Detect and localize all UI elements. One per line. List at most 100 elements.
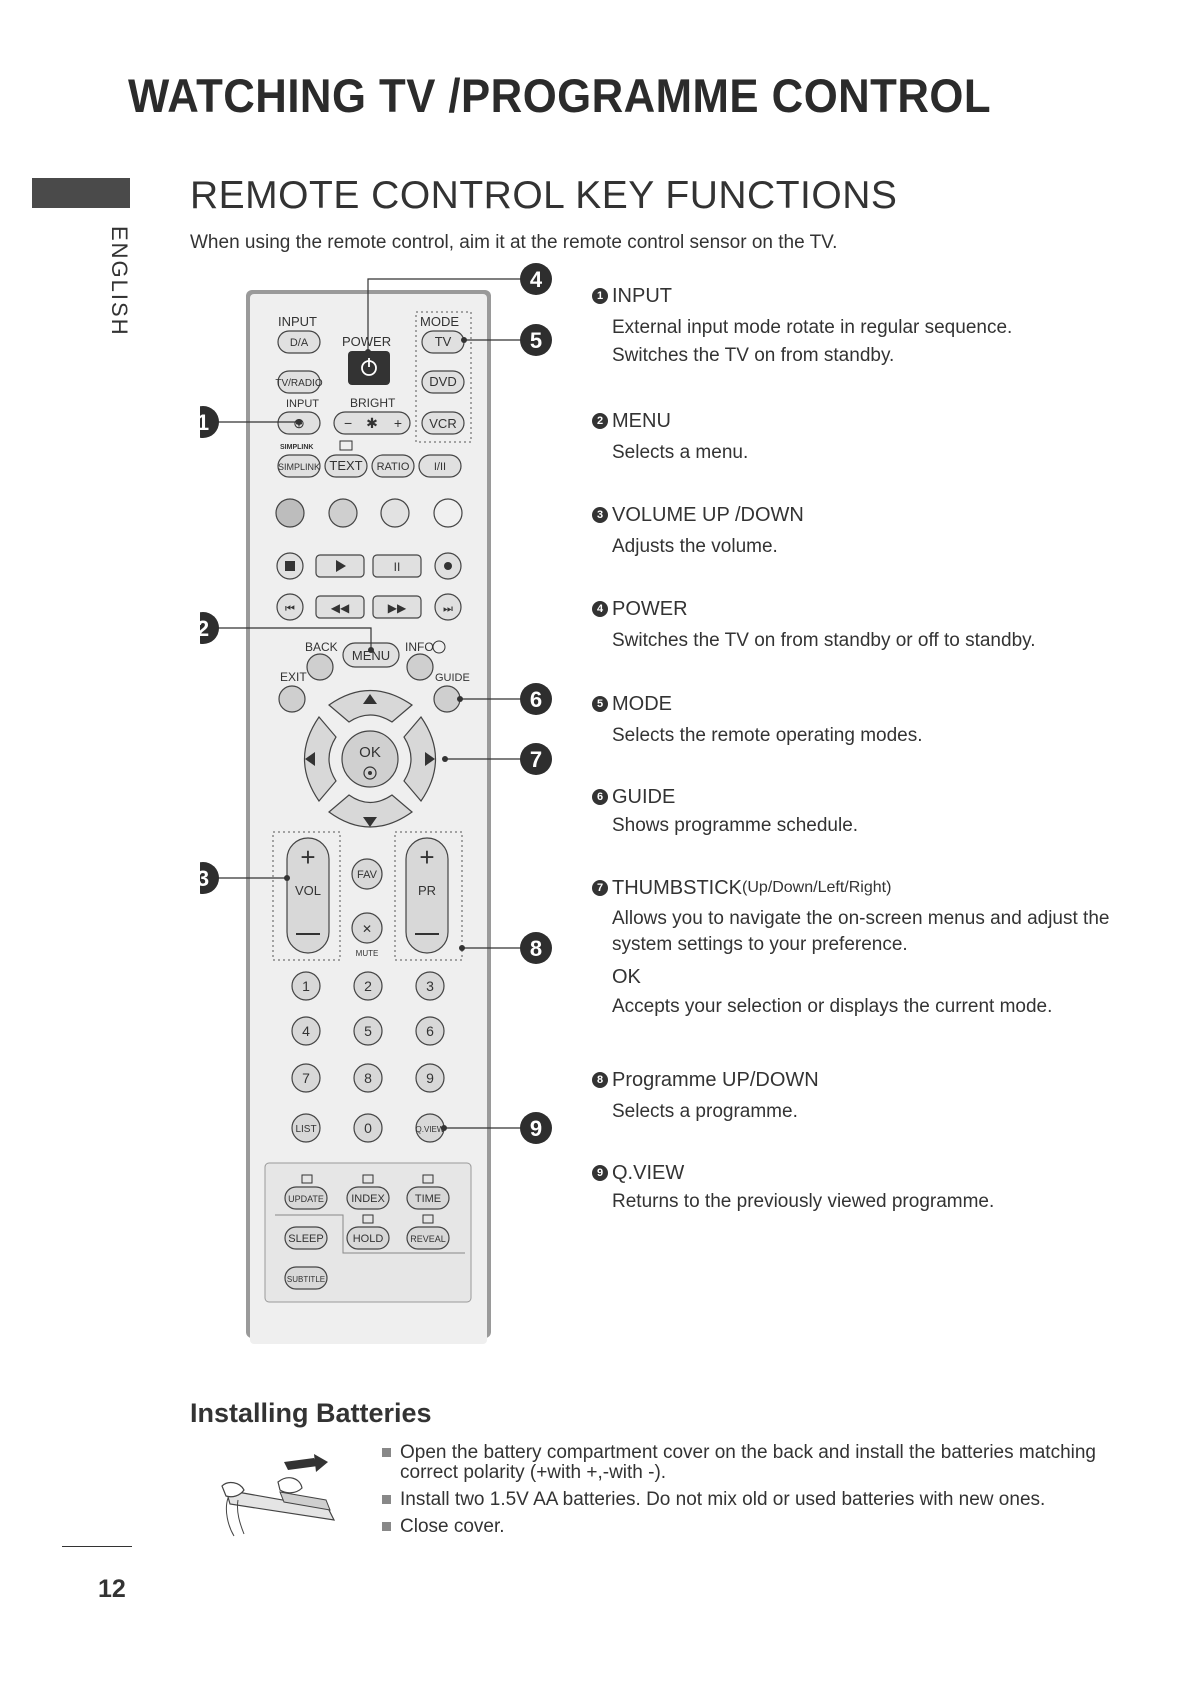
callout-badge-9: 9 xyxy=(520,1112,552,1144)
number-button-3[interactable]: 3 xyxy=(415,971,445,1001)
back-button[interactable] xyxy=(306,653,334,681)
page-title: WATCHING TV /PROGRAMME CONTROL xyxy=(128,69,992,122)
index-label: INDEX xyxy=(351,1193,385,1205)
callout-dots xyxy=(284,337,467,1131)
fast-forward-icon: ▶▶ xyxy=(388,601,407,615)
number-button-9[interactable]: 9 xyxy=(415,1063,445,1093)
number-button-7[interactable]: 7 xyxy=(291,1063,321,1093)
tv-mode-button[interactable]: TV xyxy=(421,330,465,354)
exit-button[interactable] xyxy=(278,685,306,713)
text-button[interactable]: TEXT xyxy=(324,454,368,478)
nav-right-segment[interactable] xyxy=(403,716,437,802)
function-desc: Switches the TV on from standby or off t… xyxy=(612,630,1036,651)
reveal-button[interactable]: REVEAL xyxy=(406,1226,450,1250)
number-button-8[interactable]: 8 xyxy=(353,1063,383,1093)
menu-button[interactable]: MENU xyxy=(342,642,400,668)
bright-rocker[interactable]: − ✱ + xyxy=(333,411,411,435)
yellow-color-button[interactable] xyxy=(380,498,410,528)
function-desc: Returns to the previously viewed program… xyxy=(612,1191,995,1212)
number-button-5[interactable]: 5 xyxy=(353,1016,383,1046)
vcr-mode-button[interactable]: VCR xyxy=(421,411,465,435)
number-label: 7 xyxy=(302,1070,310,1086)
simplink-label: SIMPLINK xyxy=(278,462,320,472)
i-ii-button[interactable]: I/II xyxy=(418,454,462,478)
da-button[interactable]: D/A xyxy=(277,330,321,354)
rewind-button[interactable] xyxy=(315,595,365,619)
list-label: LIST xyxy=(295,1124,316,1135)
function-title: POWER xyxy=(612,597,688,620)
dvd-mode-button[interactable]: DVD xyxy=(421,370,465,394)
battery-install-illustration xyxy=(221,1454,336,1537)
list-button[interactable]: LIST xyxy=(291,1113,321,1143)
ratio-button[interactable]: RATIO xyxy=(371,454,415,478)
guide-label: GUIDE xyxy=(435,672,470,684)
ratio-label: RATIO xyxy=(377,461,410,473)
ok-target-icon xyxy=(363,766,377,780)
mode-group-box xyxy=(415,311,472,443)
green-color-button[interactable] xyxy=(328,498,358,528)
skip-forward-button[interactable] xyxy=(434,593,462,621)
function-title: INPUT xyxy=(612,284,672,307)
callout-badge-1: 1 xyxy=(200,406,219,438)
section-intro: When using the remote control, aim it at… xyxy=(190,232,838,253)
input-top-label: INPUT xyxy=(278,314,317,329)
callout-badge-3: 3 xyxy=(200,862,219,894)
battery-step-text: Install two 1.5V AA batteries. Do not mi… xyxy=(400,1489,1046,1510)
function-title: THUMBSTICK xyxy=(612,876,742,899)
slide-arrow-icon xyxy=(284,1458,318,1470)
svg-text:6: 6 xyxy=(530,687,542,712)
number-button-2[interactable]: 2 xyxy=(353,971,383,1001)
hold-button[interactable]: HOLD xyxy=(346,1226,390,1250)
fast-forward-button[interactable] xyxy=(372,595,422,619)
function-subtitle: (Up/Down/Left/Right) xyxy=(742,879,892,896)
mute-button[interactable]: ✕ xyxy=(351,912,383,944)
red-color-button[interactable] xyxy=(275,498,305,528)
plus-icon: + xyxy=(394,415,402,431)
guide-button[interactable] xyxy=(433,685,461,713)
skip-forward-icon: ⏭ xyxy=(443,603,453,615)
thumbstick-pad[interactable]: OK xyxy=(303,689,437,828)
update-button[interactable]: UPDATE xyxy=(284,1186,328,1210)
teletext-icon xyxy=(422,1214,434,1224)
section-title: REMOTE CONTROL KEY FUNCTIONS xyxy=(190,174,898,217)
update-label: UPDATE xyxy=(288,1194,324,1204)
teletext-icon xyxy=(301,1174,313,1184)
callout-badge-4: 4 xyxy=(520,263,552,295)
time-button[interactable]: TIME xyxy=(406,1186,450,1210)
power-button[interactable] xyxy=(348,351,390,385)
number-button-6[interactable]: 6 xyxy=(415,1016,445,1046)
record-icon xyxy=(444,562,452,570)
blue-color-button[interactable] xyxy=(433,498,463,528)
volume-rocker[interactable]: + VOL xyxy=(286,837,330,954)
svg-text:3: 3 xyxy=(200,866,209,891)
number-button-1[interactable]: 1 xyxy=(291,971,321,1001)
function-desc: Shows programme schedule. xyxy=(612,815,859,836)
sleep-button[interactable]: SLEEP xyxy=(284,1226,328,1250)
hold-label: HOLD xyxy=(353,1233,384,1245)
simplink-button[interactable]: SIMPLINK xyxy=(277,454,321,478)
tv-radio-button[interactable]: TV/RADIO xyxy=(275,370,323,394)
ok-button[interactable] xyxy=(341,730,399,788)
number-button-4[interactable]: 4 xyxy=(291,1016,321,1046)
fav-button[interactable]: FAV xyxy=(351,858,383,890)
qview-button[interactable]: Q.VIEW xyxy=(415,1113,445,1143)
programme-rocker[interactable]: + PR xyxy=(405,837,449,954)
teletext-divider xyxy=(275,1214,465,1254)
index-button[interactable]: INDEX xyxy=(346,1186,390,1210)
number-button-0[interactable]: 0 xyxy=(353,1113,383,1143)
nav-down-segment[interactable] xyxy=(328,794,413,828)
nav-left-segment[interactable] xyxy=(303,716,337,802)
hand-right-icon xyxy=(277,1477,303,1494)
info-button[interactable] xyxy=(406,653,434,681)
skip-back-button[interactable] xyxy=(276,593,304,621)
power-label: POWER xyxy=(342,334,391,349)
sleep-label: SLEEP xyxy=(288,1233,323,1245)
subtitle-button[interactable]: SUBTITLE xyxy=(284,1266,328,1290)
nav-up-segment[interactable] xyxy=(328,689,413,723)
pause-button[interactable] xyxy=(372,554,422,578)
